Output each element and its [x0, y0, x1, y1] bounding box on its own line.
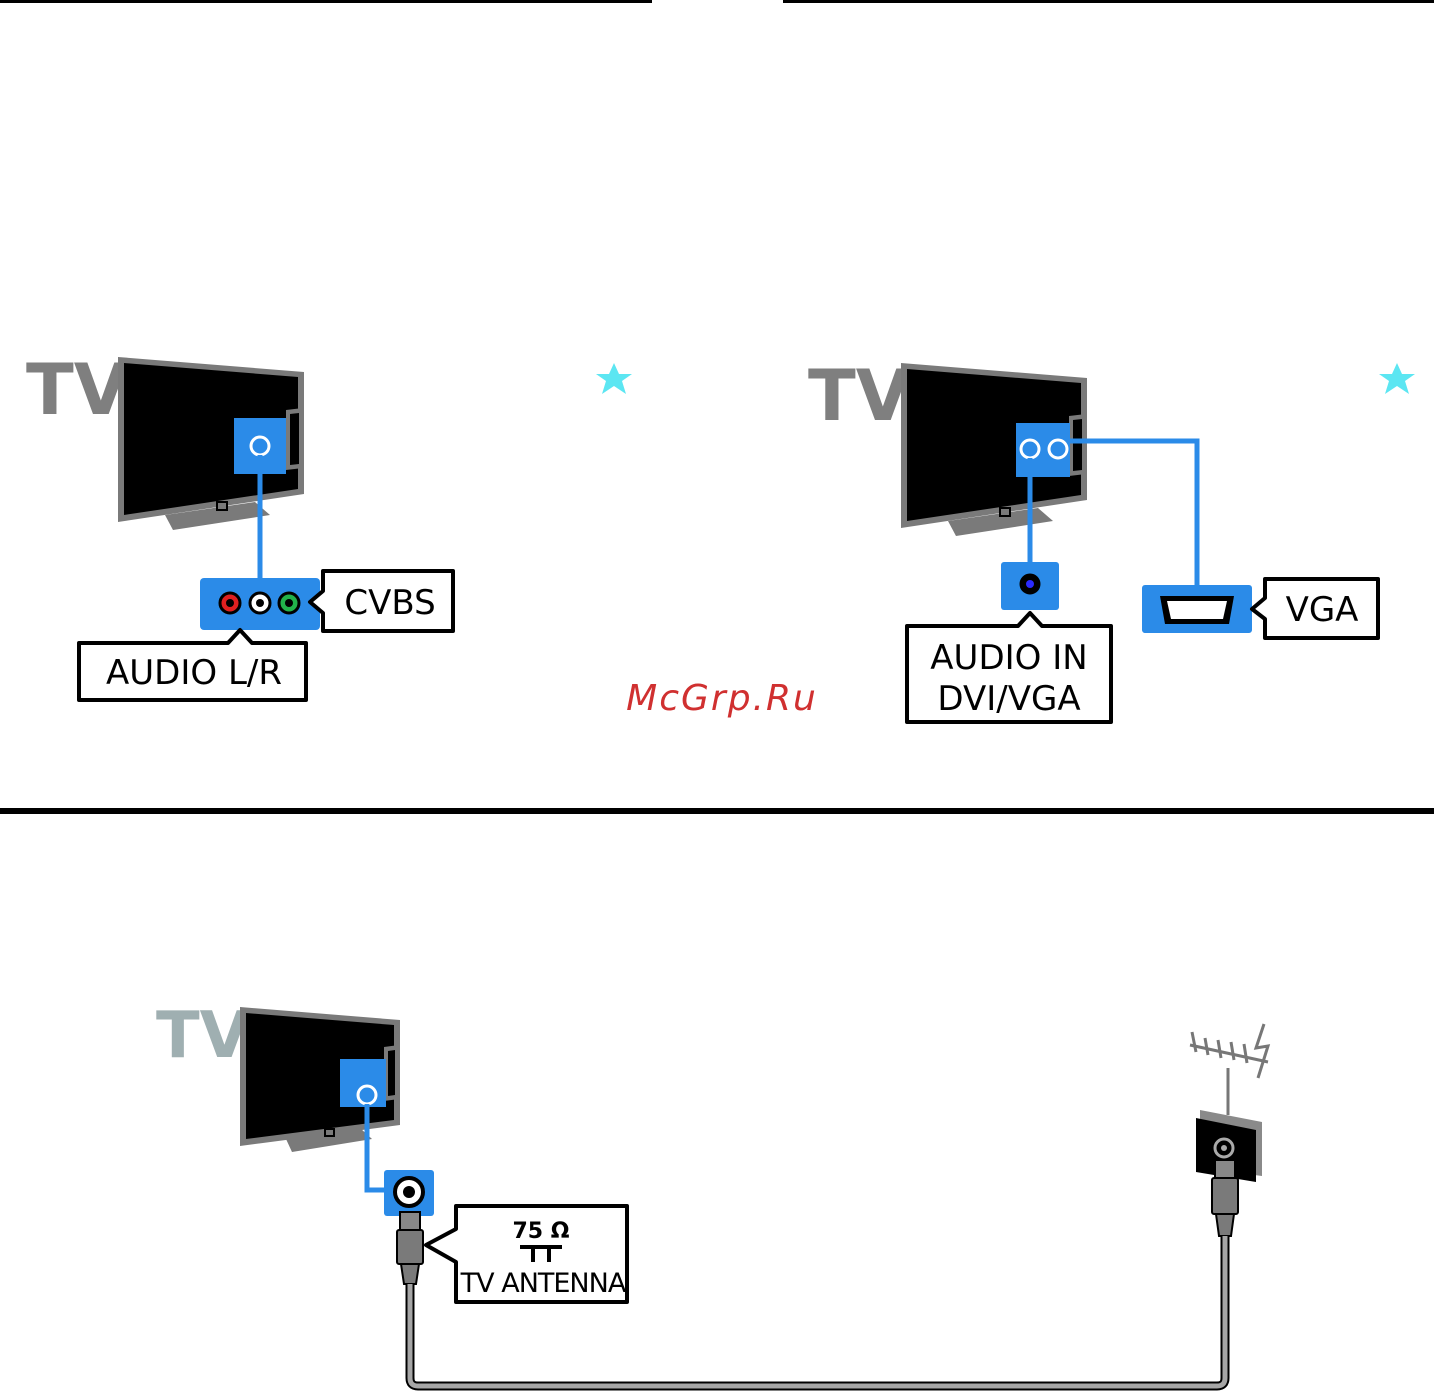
jack-center	[1026, 580, 1034, 588]
audio-in-label-line2: DVI/VGA	[937, 679, 1080, 719]
tv-label: TV	[26, 349, 128, 431]
jack-center	[285, 599, 293, 607]
audio-in-label-line1: AUDIO IN	[930, 638, 1087, 678]
panel-vga: TV AUDIO IN DVI/VGA VGA	[808, 355, 1415, 722]
panel-cvbs: TV CVBS AUDIO L/R	[26, 349, 632, 700]
watermark: McGrp.Ru	[626, 678, 818, 719]
antenna-icon	[1190, 1024, 1268, 1182]
section-divider	[0, 808, 1434, 814]
star-icon	[596, 363, 632, 394]
panel-antenna: TV 75 Ω TV ANTENNA	[156, 999, 1268, 1386]
audio-lr-label: AUDIO L/R	[106, 653, 282, 693]
top-rule-right	[783, 0, 1434, 3]
coax-plug-left	[397, 1212, 423, 1284]
jack-center	[226, 599, 234, 607]
tv-label: TV	[156, 999, 250, 1073]
tv-label: TV	[808, 355, 910, 437]
vga-port-inner	[1167, 601, 1227, 619]
antenna-label: TV ANTENNA	[460, 1268, 627, 1299]
jack-center	[256, 599, 264, 607]
impedance-label: 75 Ω	[513, 1219, 570, 1244]
top-rule-left	[0, 0, 652, 3]
cvbs-label: CVBS	[344, 583, 435, 623]
tv-port-panel	[1016, 423, 1070, 477]
tv-port-panel	[340, 1059, 386, 1107]
coax-plug-right	[1212, 1160, 1238, 1236]
star-icon	[1379, 363, 1415, 394]
coax-center	[403, 1186, 415, 1198]
vga-label: VGA	[1286, 590, 1359, 630]
